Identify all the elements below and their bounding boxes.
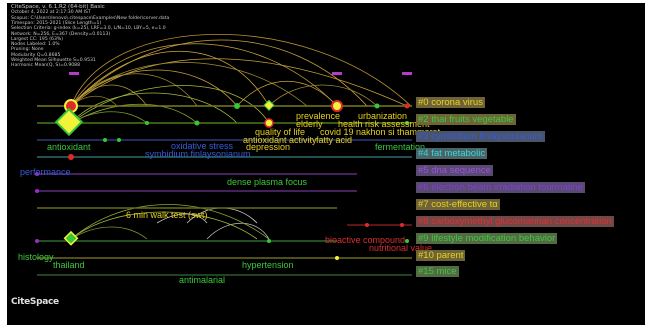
summary-line: Selection Criteria: g-index (k=25), LRF=… xyxy=(11,26,166,32)
timeline-network xyxy=(35,33,412,276)
term-label: 6 min walk test (swt) xyxy=(126,210,208,220)
summary-line: Nodes Labeled: 1.0% xyxy=(11,42,60,48)
term-label: nutritional value xyxy=(369,243,433,253)
summary-line: October 4, 2022 at 2:17:30 AM IST xyxy=(11,10,91,16)
cluster-label[interactable]: #5 dna sequence xyxy=(416,165,493,176)
node[interactable] xyxy=(263,99,275,111)
summary-line: Modularity Q=0.8685 xyxy=(11,52,61,58)
term-label: oxidative stress xyxy=(171,141,234,151)
cluster-label[interactable]: #0 corona virus xyxy=(416,97,485,108)
cluster-label[interactable]: #7 cost-effective tα xyxy=(416,199,500,210)
year-marker xyxy=(402,72,412,75)
term-label: antimalarial xyxy=(179,275,226,285)
term-label: bioactive compound xyxy=(325,235,406,245)
node[interactable] xyxy=(35,239,39,243)
timelines xyxy=(37,105,412,276)
term-label: health risk assessment xyxy=(338,119,430,129)
node[interactable] xyxy=(405,239,409,243)
cluster-label[interactable]: #3 cymbidium finlaysonianum xyxy=(416,131,545,142)
node[interactable] xyxy=(68,154,74,160)
node[interactable] xyxy=(194,120,200,126)
node[interactable] xyxy=(365,223,369,227)
term-label: symbidium finlaysonianum xyxy=(145,149,251,159)
term-label: fatty acid xyxy=(316,135,353,145)
cluster-label[interactable]: #6 electron beam irradiation tourmaline xyxy=(416,182,585,193)
term-label: prevalence xyxy=(296,111,341,121)
term-label: depression xyxy=(246,142,291,152)
cluster-label[interactable]: #15 mice xyxy=(416,266,459,277)
year-marker xyxy=(69,72,79,75)
year-marker xyxy=(332,72,342,75)
term-label: fermentation xyxy=(375,142,426,152)
term-label: urbanization xyxy=(358,111,408,121)
summary-line: Largest CC: 195 (63%) xyxy=(11,36,64,42)
term-label: dense plasma focus xyxy=(227,177,308,187)
cluster-label[interactable]: #2 thai fruits vegetable xyxy=(416,114,516,125)
node[interactable] xyxy=(267,239,271,243)
summary-line: Weighted Mean Silhouette S=0.9531 xyxy=(11,58,96,63)
term-label: histology xyxy=(18,252,54,262)
term-label: covid 19 nakhon si thammarat xyxy=(320,127,441,137)
term-label: hypertension xyxy=(242,260,294,270)
summary-line: Timespan: 2015-2021 (Slice Length=1) xyxy=(11,20,102,26)
citespace-logo: CiteSpace xyxy=(11,297,59,307)
cluster-label[interactable]: #4 fat metabolic xyxy=(416,148,488,159)
node[interactable] xyxy=(35,172,39,176)
term-label: quality of life xyxy=(255,127,306,137)
summary-line: Network: N=256, E=367 (Density=0.0113) xyxy=(11,31,111,37)
node[interactable] xyxy=(331,100,343,112)
node[interactable] xyxy=(264,118,274,128)
nodes xyxy=(35,99,410,260)
node[interactable] xyxy=(103,138,107,142)
summary-line: Pruning: None xyxy=(11,47,44,53)
node[interactable] xyxy=(400,223,404,227)
node[interactable] xyxy=(63,230,79,246)
node[interactable] xyxy=(234,103,240,109)
node[interactable] xyxy=(405,121,409,125)
node[interactable] xyxy=(54,107,84,137)
node[interactable] xyxy=(374,103,380,109)
term-label: thailand xyxy=(53,260,85,270)
citation-arcs xyxy=(70,33,412,240)
summary-line: CiteSpace, v. 6.1.R2 (64-bit) Basic xyxy=(11,4,105,10)
cluster-label[interactable]: #9 lifestyle modification behavior xyxy=(416,233,558,244)
node[interactable] xyxy=(117,138,121,142)
cluster-label[interactable]: #8 carboxymethyl glucomannan concentrati… xyxy=(416,216,614,227)
node[interactable] xyxy=(404,103,410,109)
node[interactable] xyxy=(145,121,149,125)
term-label: elderly xyxy=(296,119,323,129)
cluster-label[interactable]: #10 parent xyxy=(416,250,466,261)
summary-line: Scopus: C:\Users\lenovo\.citespace\Examp… xyxy=(11,15,170,21)
node[interactable] xyxy=(35,189,39,193)
summary-line: Harmonic Mean(Q, S)=0.9088 xyxy=(11,63,81,69)
term-label: antioxidant activity xyxy=(243,135,317,145)
term-label: performance xyxy=(20,167,71,177)
term-label: antioxidant xyxy=(47,142,91,152)
node[interactable] xyxy=(335,256,339,260)
